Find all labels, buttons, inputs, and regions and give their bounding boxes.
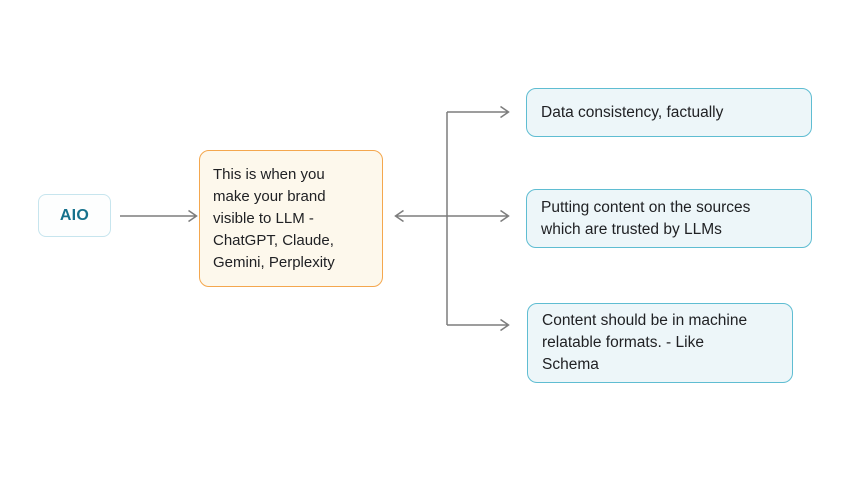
node-detail-data-consistency[interactable]: Data consistency, factually bbox=[526, 88, 812, 137]
node-definition[interactable]: This is when you make your brand visible… bbox=[199, 150, 383, 287]
arrow-definition-to-branches bbox=[394, 209, 510, 223]
node-detail-2-text: Putting content on the sources which are… bbox=[541, 198, 751, 238]
node-aio-label: AIO bbox=[59, 206, 90, 224]
node-detail-machine-formats[interactable]: Content should be in machine relatable f… bbox=[527, 303, 793, 383]
node-aio[interactable]: AIO bbox=[38, 194, 111, 237]
node-definition-text: This is when you make your brand visible… bbox=[213, 165, 335, 271]
node-detail-1-text: Data consistency, factually bbox=[541, 103, 724, 121]
arrow-to-detail-1 bbox=[447, 105, 510, 119]
arrow-to-detail-3 bbox=[447, 318, 510, 332]
node-detail-trusted-sources[interactable]: Putting content on the sources which are… bbox=[526, 189, 812, 248]
node-detail-3-text: Content should be in machine relatable f… bbox=[542, 312, 748, 373]
arrow-root-to-definition bbox=[120, 209, 198, 223]
